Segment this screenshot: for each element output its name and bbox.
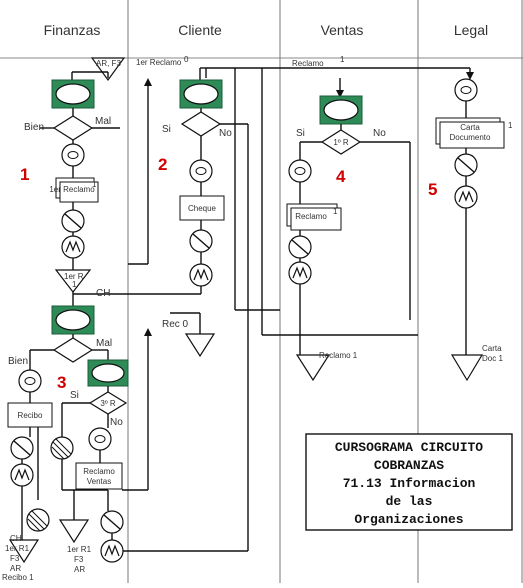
reclamo-ventas-label-2: Ventas [87, 477, 111, 486]
wave-circle-5 [454, 185, 478, 209]
wave-circle-2 [189, 263, 213, 287]
mal-label-1: Mal [95, 116, 111, 127]
section-number-1: 1 [20, 165, 29, 184]
cliente-section-2: 1er Reclamo 0 Si No Cheque CH Rec 0 [73, 55, 232, 358]
archive-triangle-carta-doc [450, 354, 484, 382]
decision-diamond-4 [320, 129, 362, 155]
no-label-2: No [219, 128, 232, 139]
bien-label-3: Bien [8, 356, 28, 367]
carta-doc-label-1: Carta [482, 344, 502, 353]
archive-triangle-r1 [58, 519, 90, 544]
1-r-diamond-label: 1º R [333, 138, 349, 147]
1er-reclamo-sup: 0 [184, 55, 189, 64]
reclamo-1-label: Reclamo 1 [319, 351, 358, 360]
title-line-3: 71.13 Informacion [343, 476, 476, 491]
ch-list-4: Recibo 1 [2, 573, 34, 582]
carta-copy: 1 [508, 121, 513, 130]
rec-0-label: Rec 0 [162, 319, 189, 330]
ch-flow-label: CH [96, 288, 110, 299]
bien-label-1: Bien [24, 122, 44, 133]
finanzas-section-1: AR, F3 Bien Mal 1er Reclamo 1 1er R 1 [24, 57, 126, 293]
archive-triangle-rec-0 [184, 333, 216, 358]
hatched-circle-3b [50, 436, 74, 460]
section-number-4: 4 [336, 167, 346, 186]
title-line-1: CURSOGRAMA CIRCUITO [335, 440, 483, 455]
control-circle-1 [61, 143, 85, 167]
ch-list-2: F3 [10, 554, 20, 563]
carta-label-2: Documento [450, 133, 491, 142]
cheque-label: Cheque [188, 204, 217, 213]
operation-oval-3 [55, 309, 91, 331]
control-circle-5 [454, 78, 478, 102]
3-r-diamond-label: 3º R [100, 399, 116, 408]
section-number-3: 3 [57, 373, 66, 392]
control-circle-3b [88, 427, 112, 451]
title-line-5: Organizaciones [354, 512, 463, 527]
title-line-4: de las [386, 494, 433, 509]
reclamo-top-label: Reclamo [292, 59, 324, 68]
ch-list-0: CH [10, 534, 22, 543]
carta-doc-label-2: Doc 1 [482, 354, 503, 363]
document-reclamo-ventas [75, 462, 123, 490]
column-header-ventas: Ventas [321, 22, 364, 38]
control-circle-2 [189, 159, 213, 183]
r1-list-2: AR [74, 565, 85, 574]
reclamo-box-label: Reclamo [295, 212, 327, 221]
document-cheque [179, 195, 225, 221]
title-box: CURSOGRAMA CIRCUITO COBRANZAS 71.13 Info… [305, 433, 513, 531]
column-header-finanzas: Finanzas [44, 22, 101, 38]
r1-list-0: 1er R1 [67, 545, 92, 554]
archive-triangle-ar-f3 [90, 57, 126, 82]
operation-oval-4 [323, 99, 359, 121]
wave-circle-1 [61, 235, 85, 259]
carta-label-1: Carta [460, 123, 480, 132]
ar-f3-label: AR, F3 [96, 59, 121, 68]
ch-list-1: 1er R1 [5, 544, 30, 553]
section-number-2: 2 [158, 155, 167, 174]
section-number-5: 5 [428, 180, 437, 199]
doc-copy-1: 1 [92, 180, 97, 189]
operation-oval-2 [183, 83, 219, 105]
finanzas-section-3: Bien Mal Recibo CH 1er R1 F3 AR Recibo 1 [2, 170, 249, 582]
no-label-3: No [110, 417, 123, 428]
1er-reclamo-flow-label: 1er Reclamo [136, 58, 182, 67]
title-line-2: COBRANZAS [374, 458, 444, 473]
si-label-2: Si [162, 124, 171, 135]
legal-section-5: Carta Documento 1 Carta Doc 1 [435, 78, 513, 382]
recibo-label: Recibo [18, 411, 43, 420]
archive-triangle-ch [8, 539, 40, 564]
mal-label-3: Mal [96, 338, 112, 349]
column-header-legal: Legal [454, 22, 488, 38]
operation-oval-1 [55, 83, 91, 105]
decision-diamond-2 [180, 111, 222, 137]
no-label-4: No [373, 128, 386, 139]
reclamo-top-sup: 1 [340, 55, 345, 64]
1er-r-num: 1 [72, 280, 77, 289]
ventas-section-4: 1º R Si No Reclamo 1 Reclamo 1 [286, 78, 411, 382]
control-circle-4 [288, 159, 312, 183]
doc-1er-label: 1er Reclamo [49, 185, 95, 194]
wave-circle-3a [10, 463, 34, 487]
decision-diamond-3 [52, 337, 94, 363]
archive-triangle-reclamo-1 [295, 354, 331, 382]
r1-list-1: F3 [74, 555, 84, 564]
control-circle-3a [18, 369, 42, 393]
1er-r-label: 1er R [64, 272, 84, 281]
reclamo-ventas-label-1: Reclamo [83, 467, 115, 476]
operation-oval-3b [91, 363, 125, 383]
column-header-cliente: Cliente [178, 22, 222, 38]
wave-circle-4 [288, 261, 312, 285]
ch-list-3: AR [10, 564, 21, 573]
reclamo-box-copy: 1 [333, 207, 338, 216]
archive-triangle-1er-r [54, 269, 92, 293]
si-label-4: Si [296, 128, 305, 139]
hatched-circle-3a [26, 508, 50, 532]
wave-circle-3b [100, 539, 124, 563]
decision-diamond-1 [52, 115, 94, 141]
si-label-3: Si [70, 390, 79, 401]
